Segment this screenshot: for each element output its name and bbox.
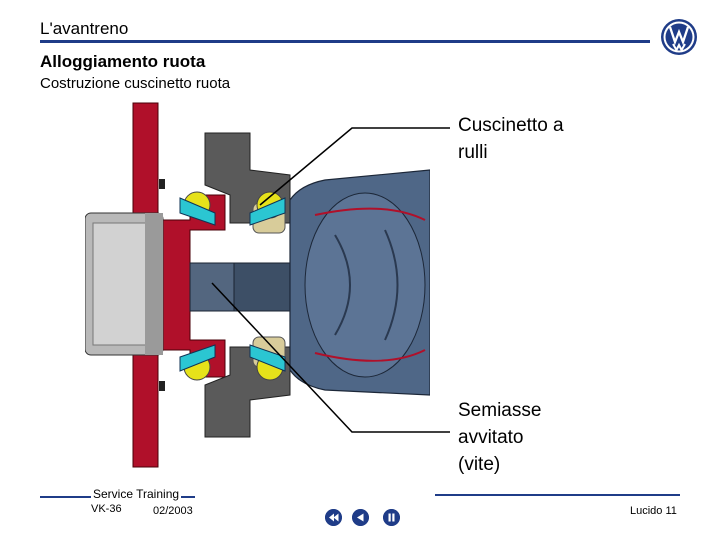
rewind-icon[interactable] — [325, 509, 342, 526]
callout-line: rulli — [458, 142, 488, 163]
footer-rule — [435, 494, 680, 496]
callout-line: (vite) — [458, 454, 501, 475]
footer-brand: Service Training — [91, 487, 182, 501]
hub-bolt — [159, 179, 165, 189]
callout-bolted-axle: Semiasse avvitato (vite) — [458, 397, 541, 478]
volkswagen-logo-icon — [661, 19, 697, 55]
footer-code: VK-36 — [91, 503, 122, 515]
previous-icon[interactable] — [352, 509, 369, 526]
bearing-cage — [179, 197, 216, 226]
callout-line: Semiasse — [458, 400, 542, 421]
hub-bolt — [159, 381, 165, 391]
callout-line: avvitato — [458, 427, 524, 448]
slide-subtitle: Costruzione cuscinetto ruota — [40, 75, 231, 92]
callout-roller-bearing: Cuscinetto a rulli — [458, 112, 564, 166]
header-rule — [40, 40, 650, 43]
slide-number: Lucido 11 — [630, 505, 677, 517]
wheel-bearing-cross-section — [85, 102, 430, 468]
footer-date: 02/2003 — [153, 505, 193, 517]
slide-title: Alloggiamento ruota — [40, 52, 206, 71]
header-title: L'avantreno — [40, 19, 129, 38]
callout-line: Cuscinetto a — [458, 115, 564, 136]
pause-icon[interactable] — [383, 509, 400, 526]
